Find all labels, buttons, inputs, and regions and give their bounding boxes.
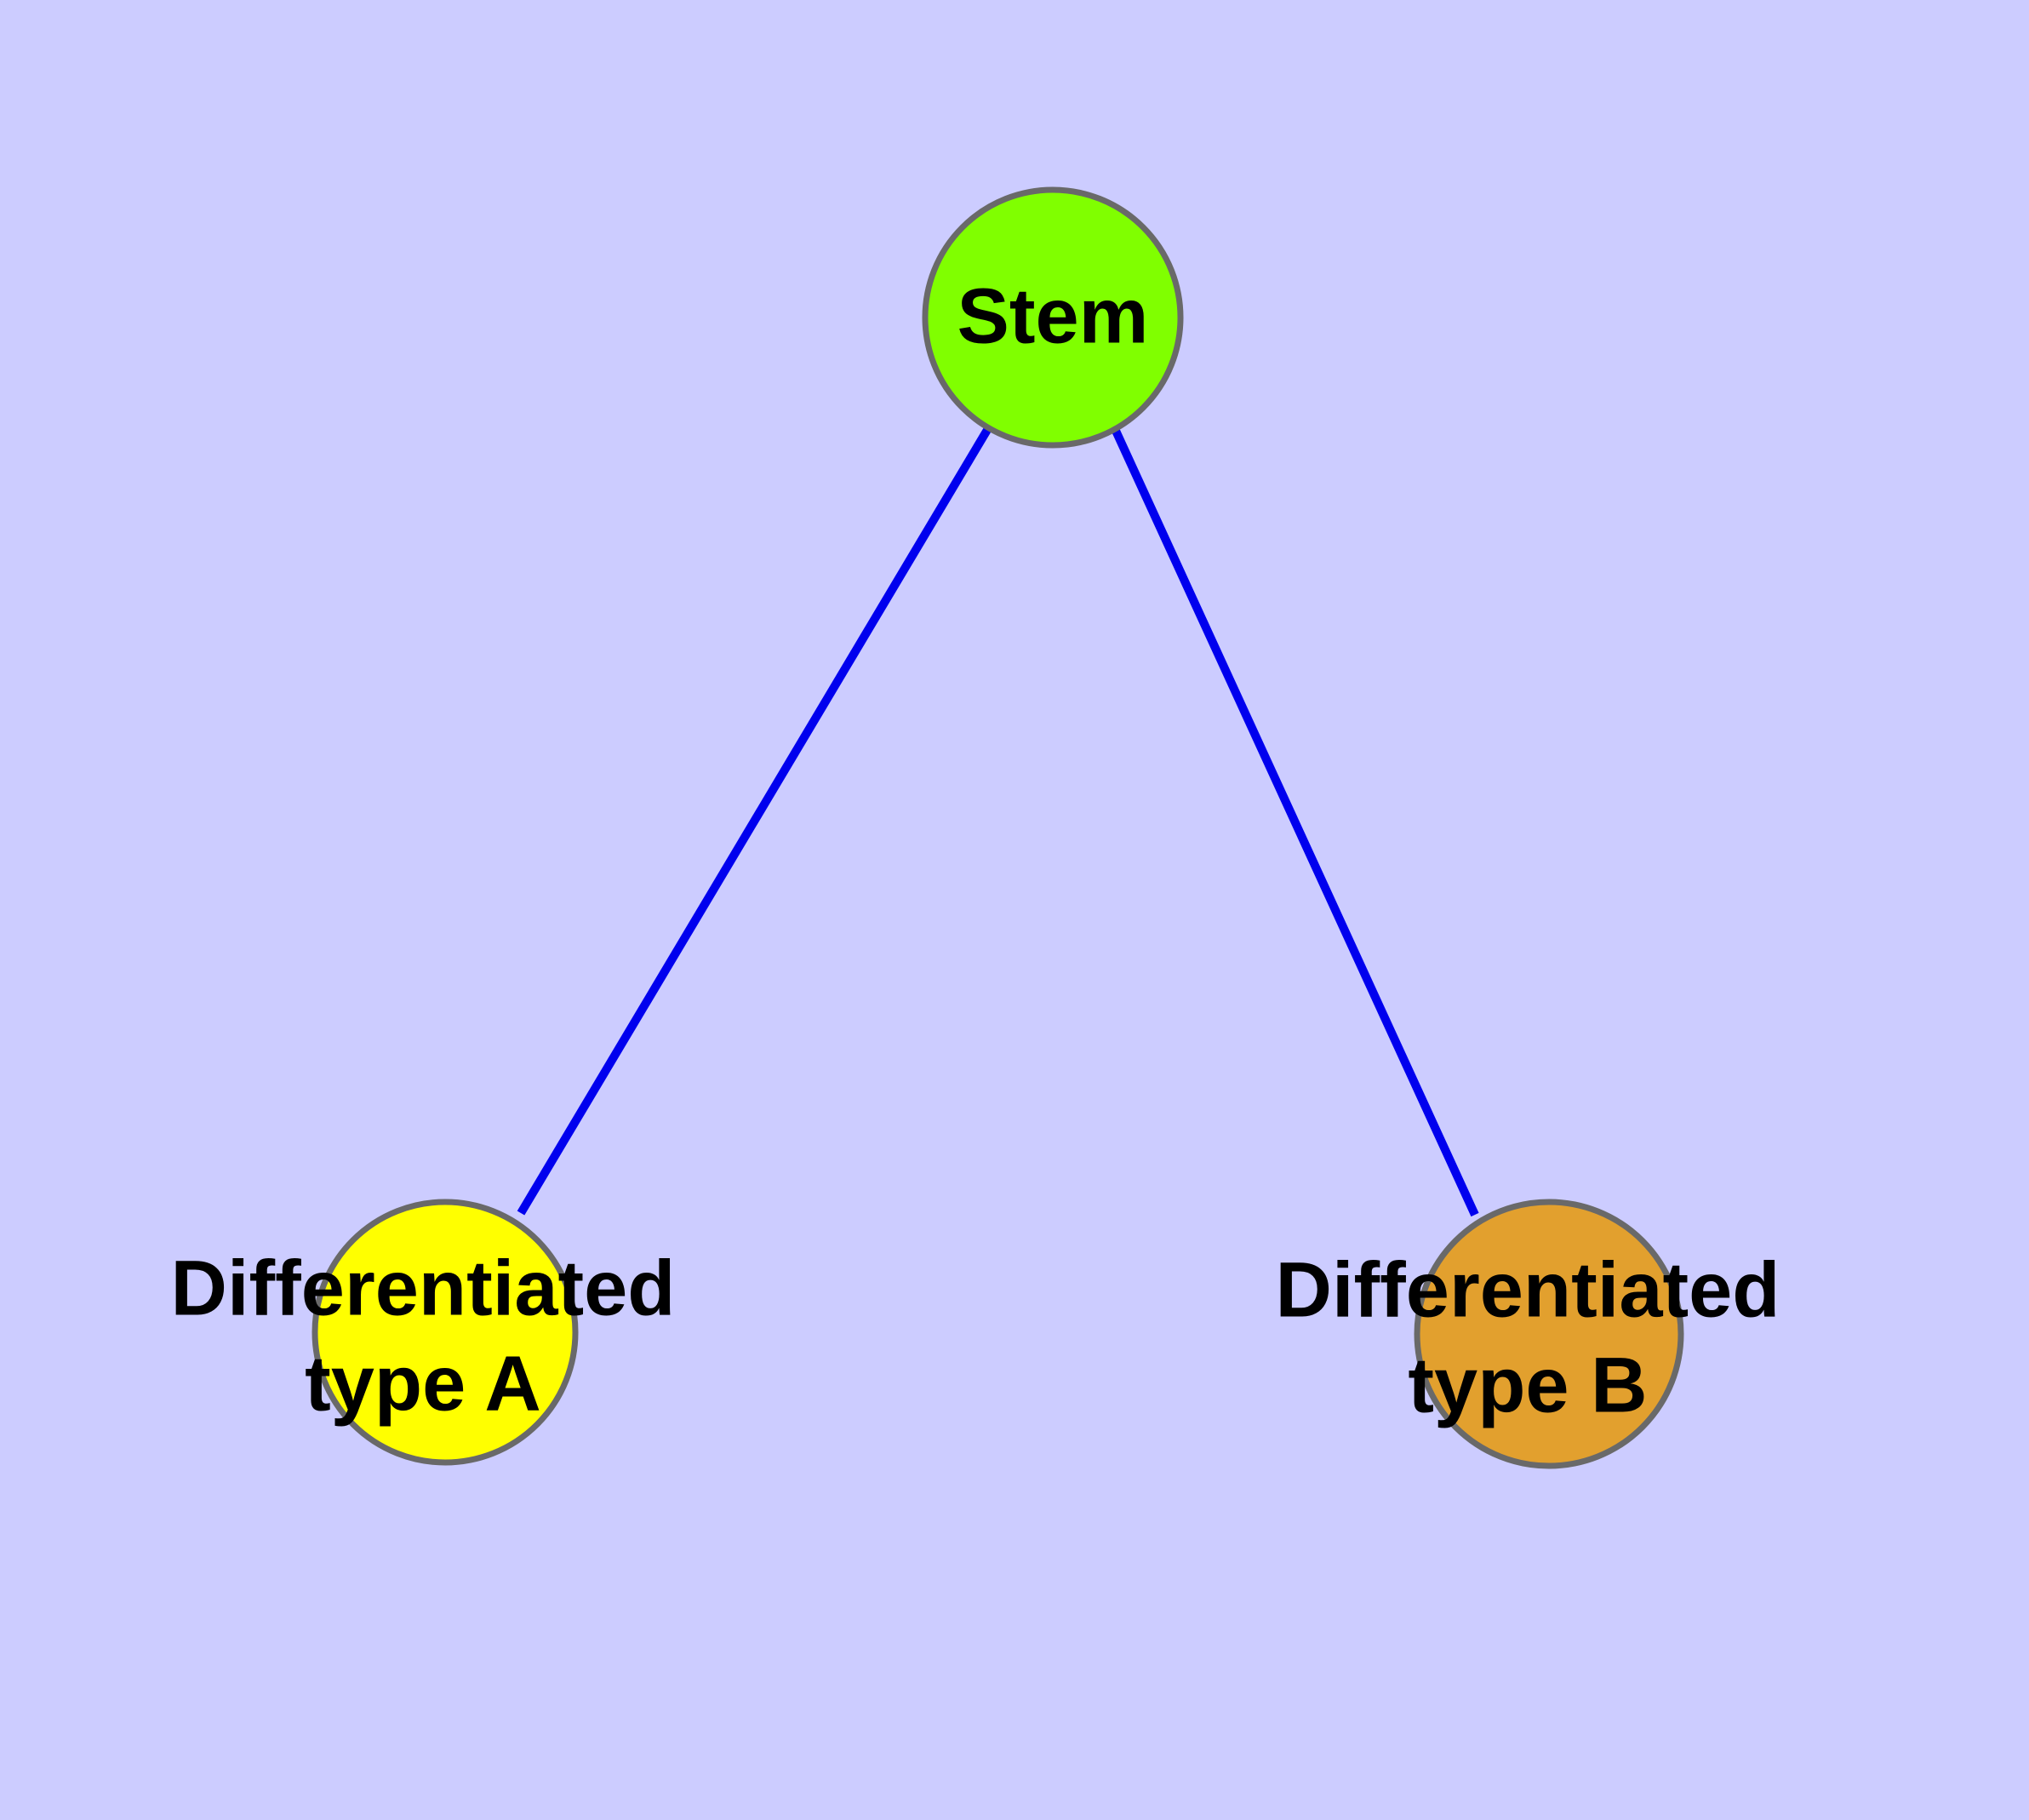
node-diff-b-label: Differentiated type B [1276,1246,1780,1428]
node-diff-a-circle[interactable] [311,1199,579,1466]
node-layer [311,186,1684,1469]
node-diff-b-label-line2: type B [1408,1342,1647,1428]
node-diff-a-label-line1: Differentiated [171,1245,676,1331]
node-diff-b-label-line1: Differentiated [1276,1246,1780,1333]
node-stem-label: Stem [957,272,1149,359]
edge-stem-to-diff-a[interactable] [517,427,992,1216]
label-layer: Stem Differentiated type A Differentiate… [171,272,1780,1428]
node-diff-a-label-line2: type A [305,1340,541,1427]
edge-layer [517,427,1479,1217]
node-stem[interactable] [922,186,1184,449]
edge-stem-to-diff-b[interactable] [1112,428,1479,1217]
node-diff-a[interactable] [311,1199,579,1466]
node-diff-b-circle[interactable] [1414,1199,1684,1469]
node-diff-b[interactable] [1414,1199,1684,1469]
node-stem-circle[interactable] [922,186,1184,449]
node-diff-a-label: Differentiated type A [171,1245,676,1427]
